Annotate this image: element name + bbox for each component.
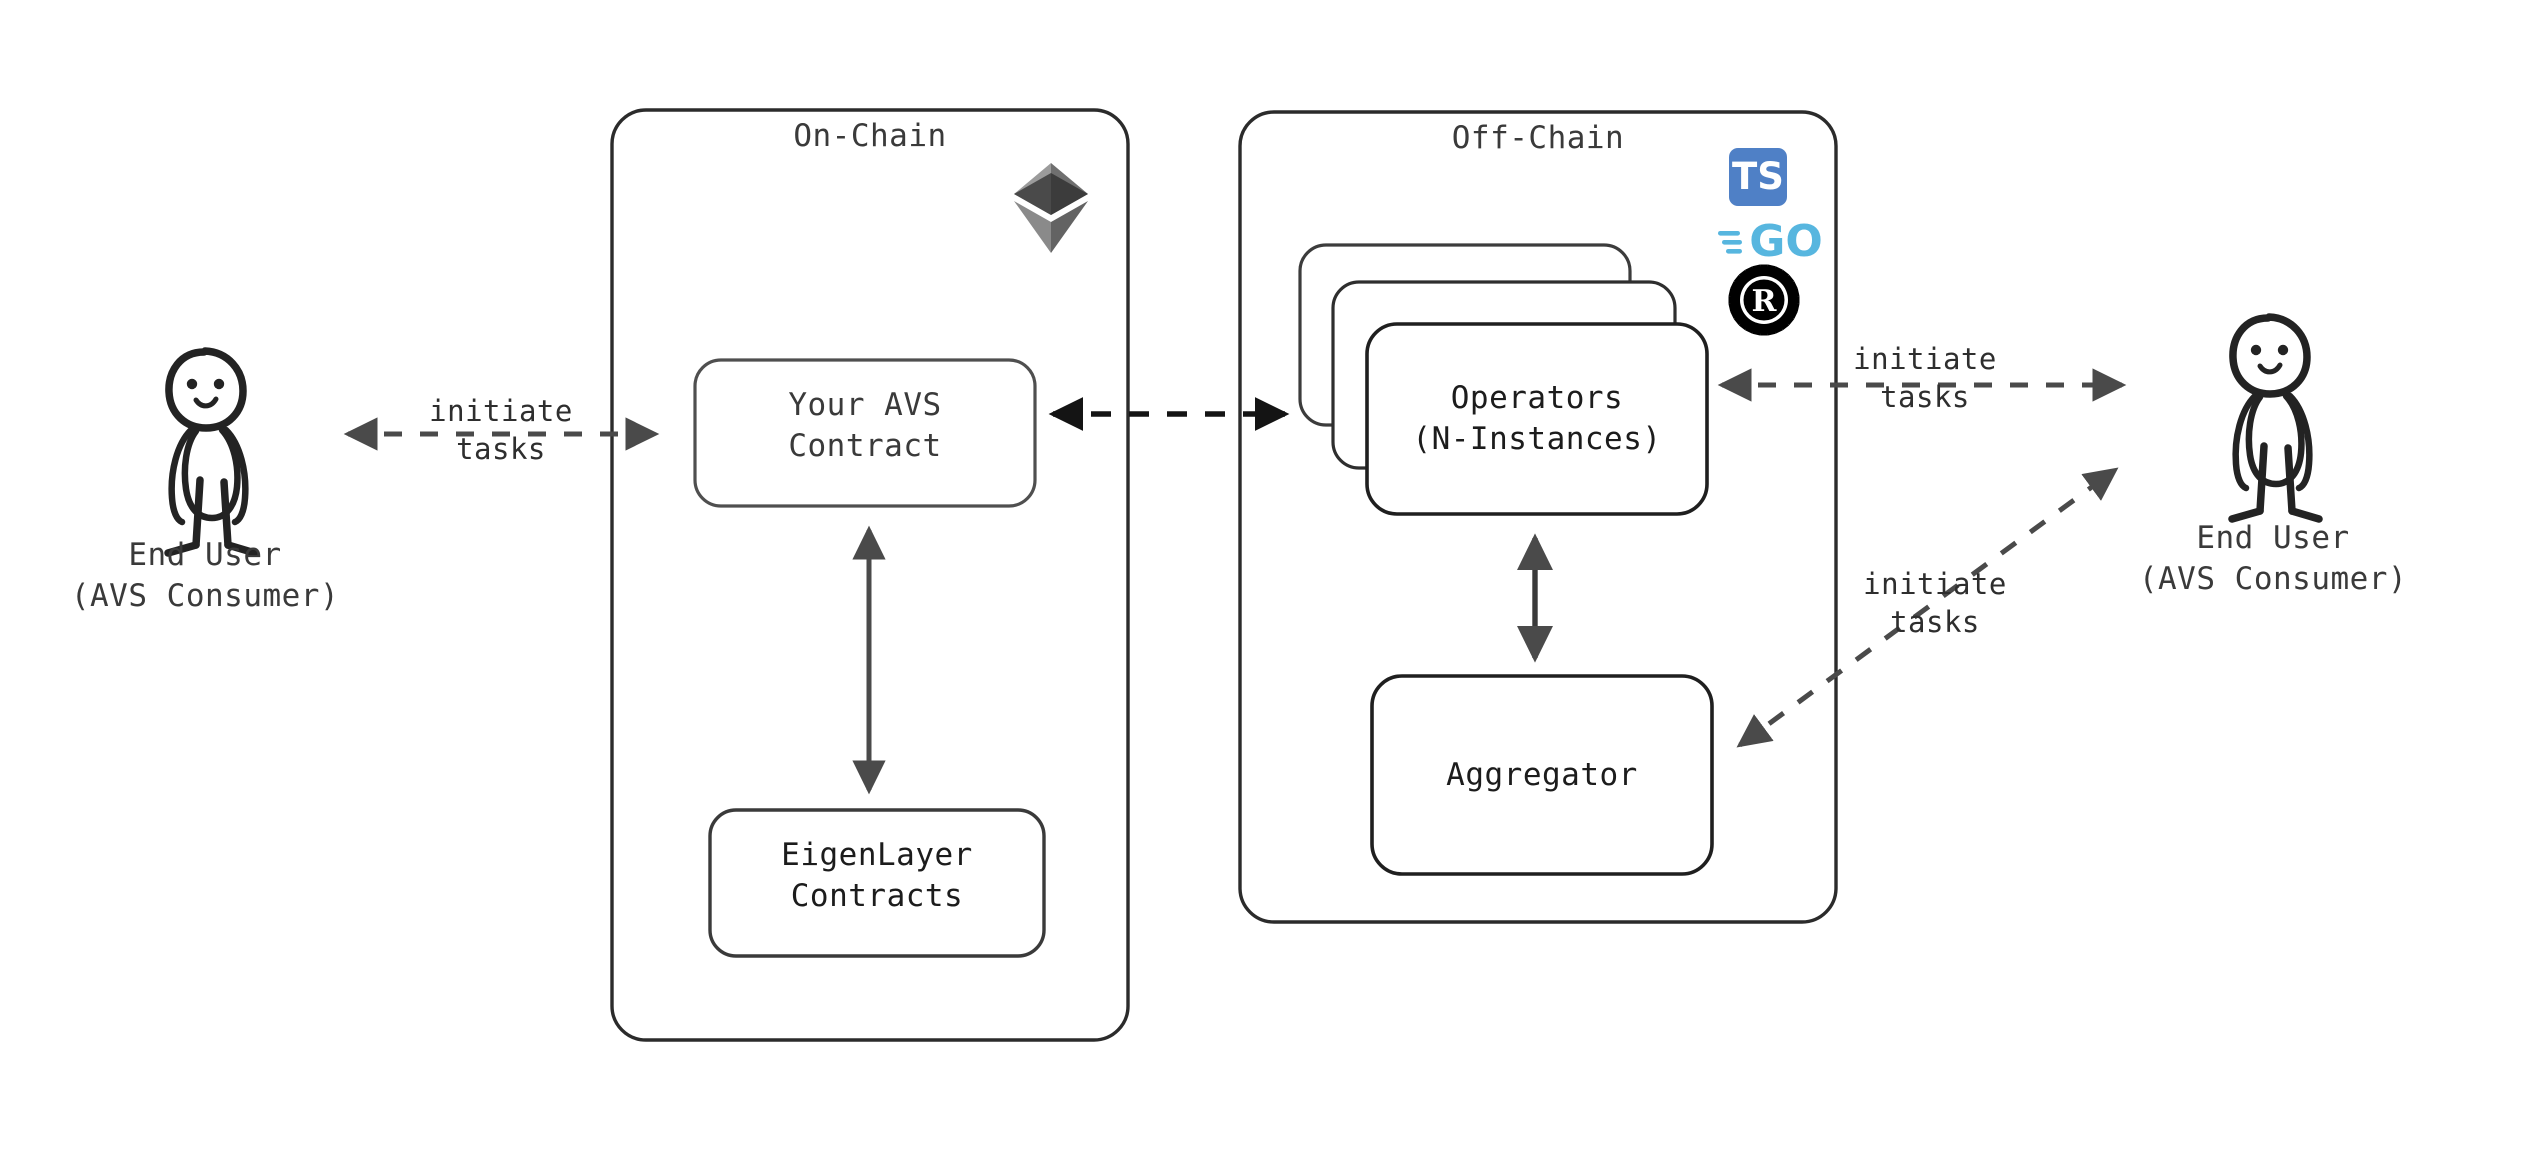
svg-text:R: R xyxy=(1752,284,1778,319)
actor-label-end-user-left: End User (AVS Consumer) xyxy=(70,537,340,614)
go-logo: GO xyxy=(1718,216,1823,267)
box-label-avs-contract: Your AVS Contract xyxy=(788,387,942,464)
edge-label-operators-to-user-right: initiate tasks xyxy=(1853,342,1997,415)
panel-title-on-chain: On-Chain xyxy=(793,118,947,154)
actor-label-end-user-right: End User (AVS Consumer) xyxy=(2138,520,2408,597)
edge-aggregator-to-user-right xyxy=(1736,467,2119,748)
edge-label-aggregator-to-user-right: initiate tasks xyxy=(1863,567,2007,640)
box-avs-contract[interactable] xyxy=(693,358,1037,508)
actor-end-user-right xyxy=(2228,313,2323,523)
actor-end-user-left xyxy=(164,347,259,557)
rust-logo: R xyxy=(1728,264,1800,336)
typescript-logo: TS xyxy=(1729,148,1787,206)
box-aggregator[interactable] xyxy=(1370,674,1714,876)
edge-label-user-left-to-avs: initiate tasks xyxy=(429,394,573,467)
box-label-aggregator: Aggregator xyxy=(1446,757,1638,793)
svg-text:TS: TS xyxy=(1732,155,1784,198)
ethereum-logo xyxy=(1014,163,1088,253)
box-label-eigenlayer-contracts: EigenLayer Contracts xyxy=(781,837,973,914)
box-eigenlayer-contracts[interactable] xyxy=(708,808,1046,958)
box-label-operators: Operators (N-Instances) xyxy=(1412,380,1662,457)
box-operators-stack[interactable] xyxy=(1298,243,1709,516)
panel-title-off-chain: Off-Chain xyxy=(1451,120,1625,156)
svg-text:GO: GO xyxy=(1749,216,1823,267)
